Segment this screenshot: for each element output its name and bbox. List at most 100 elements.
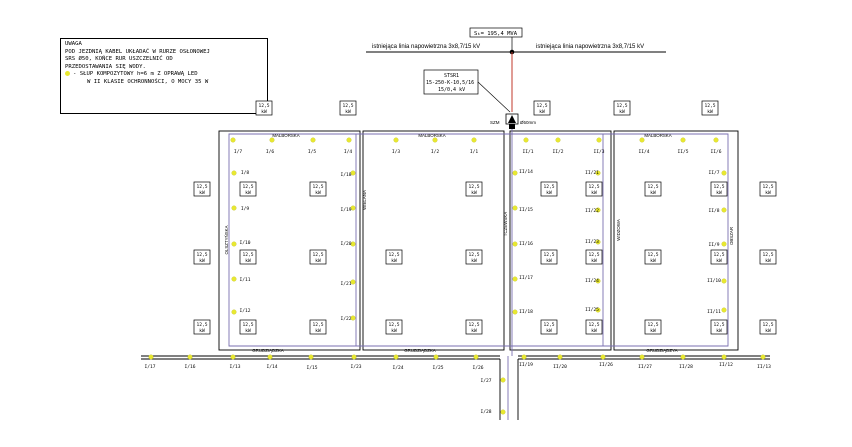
load-box: 12,5kW bbox=[193, 249, 211, 265]
load-box: 12,5kW bbox=[540, 249, 558, 265]
load-unit: kW bbox=[261, 109, 267, 115]
load-value: 12,5 bbox=[196, 322, 207, 328]
load-unit: kW bbox=[245, 190, 251, 196]
load-box: 12,5kW bbox=[385, 249, 403, 265]
load-unit: kW bbox=[591, 190, 597, 196]
load-value: 12,5 bbox=[647, 322, 658, 328]
pole-label: I/18 bbox=[340, 172, 351, 178]
load-unit: kW bbox=[716, 190, 722, 196]
street-label: MALBORSKA bbox=[418, 133, 445, 138]
pole-label: I/9 bbox=[241, 206, 250, 212]
load-unit: kW bbox=[765, 328, 771, 334]
lamp-pole-icon bbox=[512, 309, 518, 315]
lamp-pole-icon bbox=[231, 309, 237, 315]
load-value: 12,5 bbox=[342, 103, 353, 109]
lamp-pole-icon bbox=[512, 170, 518, 176]
lamp-pole-icon bbox=[721, 207, 727, 213]
pole-label: II/5 bbox=[677, 149, 688, 155]
lamp-pole-icon bbox=[346, 137, 352, 143]
pole-label: II/9 bbox=[708, 242, 719, 248]
lamp-pole-icon bbox=[310, 137, 316, 143]
pole-label: I/17 bbox=[144, 364, 155, 370]
pole-label: I/4 bbox=[344, 149, 353, 155]
lamp-pole-icon bbox=[600, 354, 606, 360]
street-label: WIDZOWA bbox=[616, 219, 621, 241]
load-value: 12,5 bbox=[588, 322, 599, 328]
lamp-pole-icon bbox=[231, 170, 237, 176]
load-unit: kW bbox=[650, 190, 656, 196]
note-line-3: PRZEDOSTAWANIA SIĘ WODY. bbox=[65, 63, 146, 70]
pole-label: II/22 bbox=[585, 208, 599, 214]
pole-label: II/14 bbox=[519, 169, 533, 175]
street-label: OBSZAR bbox=[729, 227, 734, 245]
lamp-pole-icon bbox=[557, 354, 563, 360]
load-unit: kW bbox=[199, 190, 205, 196]
load-unit: kW bbox=[315, 190, 321, 196]
cable-label: Ø50mm bbox=[520, 120, 536, 125]
street-label: GRUDZIĄDZYA bbox=[646, 348, 677, 353]
lamp-pole-icon bbox=[393, 354, 399, 360]
load-value: 12,5 bbox=[762, 184, 773, 190]
pole-label: II/23 bbox=[585, 239, 599, 245]
lamp-pole-icon bbox=[269, 137, 275, 143]
load-value: 12,5 bbox=[312, 322, 323, 328]
load-box: 12,5kW bbox=[644, 319, 662, 335]
street-label: GRUDZIĄDZKA bbox=[404, 348, 436, 353]
lamp-pole-icon bbox=[721, 307, 727, 313]
lamp-pole-icon bbox=[523, 137, 529, 143]
load-value: 12,5 bbox=[543, 322, 554, 328]
pole-label: I/24 bbox=[392, 365, 403, 371]
lamp-pole-icon bbox=[595, 170, 601, 176]
note-line-1: POD JEZDNIĄ KABEL UKŁADAĆ W RURZE OSŁONO… bbox=[65, 48, 210, 55]
load-unit: kW bbox=[391, 258, 397, 264]
pole-label: II/20 bbox=[553, 364, 567, 370]
load-box: 12,5kW bbox=[644, 181, 662, 197]
load-box: 12,5kW bbox=[585, 181, 603, 197]
pole-label: II/24 bbox=[585, 278, 599, 284]
pole-label: II/27 bbox=[638, 364, 652, 370]
pole-label: II/6 bbox=[710, 149, 721, 155]
street-label: OLSZTYŃSKA bbox=[224, 225, 229, 254]
lamp-pole-icon bbox=[721, 241, 727, 247]
lamp-pole-icon bbox=[512, 276, 518, 282]
load-box: 12,5kW bbox=[465, 181, 483, 197]
station-voltage: 15/0,4 kV bbox=[438, 87, 465, 93]
load-box: 12,5kW bbox=[759, 319, 777, 335]
load-value: 12,5 bbox=[588, 184, 599, 190]
pole-label: I/5 bbox=[308, 149, 317, 155]
load-value: 12,5 bbox=[588, 252, 599, 258]
lamp-pole-icon bbox=[680, 354, 686, 360]
load-unit: kW bbox=[716, 258, 722, 264]
pole-label: I/19 bbox=[340, 207, 351, 213]
pole-label: II/26 bbox=[599, 362, 613, 368]
lamp-pole-icon bbox=[148, 354, 154, 360]
load-unit: kW bbox=[391, 328, 397, 334]
pole-label: I/12 bbox=[239, 308, 250, 314]
pole-label: I/16 bbox=[184, 364, 195, 370]
pole-label: I/20 bbox=[340, 241, 351, 247]
load-box: 12,5kW bbox=[193, 181, 211, 197]
load-value: 12,5 bbox=[312, 252, 323, 258]
pole-label: II/4 bbox=[638, 149, 649, 155]
load-value: 12,5 bbox=[196, 184, 207, 190]
pole-label: II/17 bbox=[519, 275, 533, 281]
load-value: 12,5 bbox=[647, 184, 658, 190]
lamp-pole-icon bbox=[231, 276, 237, 282]
pole-label: II/8 bbox=[708, 208, 719, 214]
load-unit: kW bbox=[199, 328, 205, 334]
pole-label: I/21 bbox=[340, 281, 351, 287]
load-unit: kW bbox=[345, 109, 351, 115]
load-box: 12,5kW bbox=[239, 181, 257, 197]
load-box: 12,5kW bbox=[710, 249, 728, 265]
pole-label: I/3 bbox=[392, 149, 401, 155]
load-box: 12,5kW bbox=[385, 319, 403, 335]
lamp-pole-icon bbox=[230, 354, 236, 360]
load-value: 12,5 bbox=[242, 252, 253, 258]
load-unit: kW bbox=[245, 328, 251, 334]
street-label: GRUDZIĄDZKA bbox=[252, 348, 284, 353]
lamp-pole-icon bbox=[639, 137, 645, 143]
load-value: 12,5 bbox=[543, 252, 554, 258]
note-title: UWAGA bbox=[65, 41, 82, 47]
load-unit: kW bbox=[315, 328, 321, 334]
lamp-pole-icon bbox=[473, 354, 479, 360]
